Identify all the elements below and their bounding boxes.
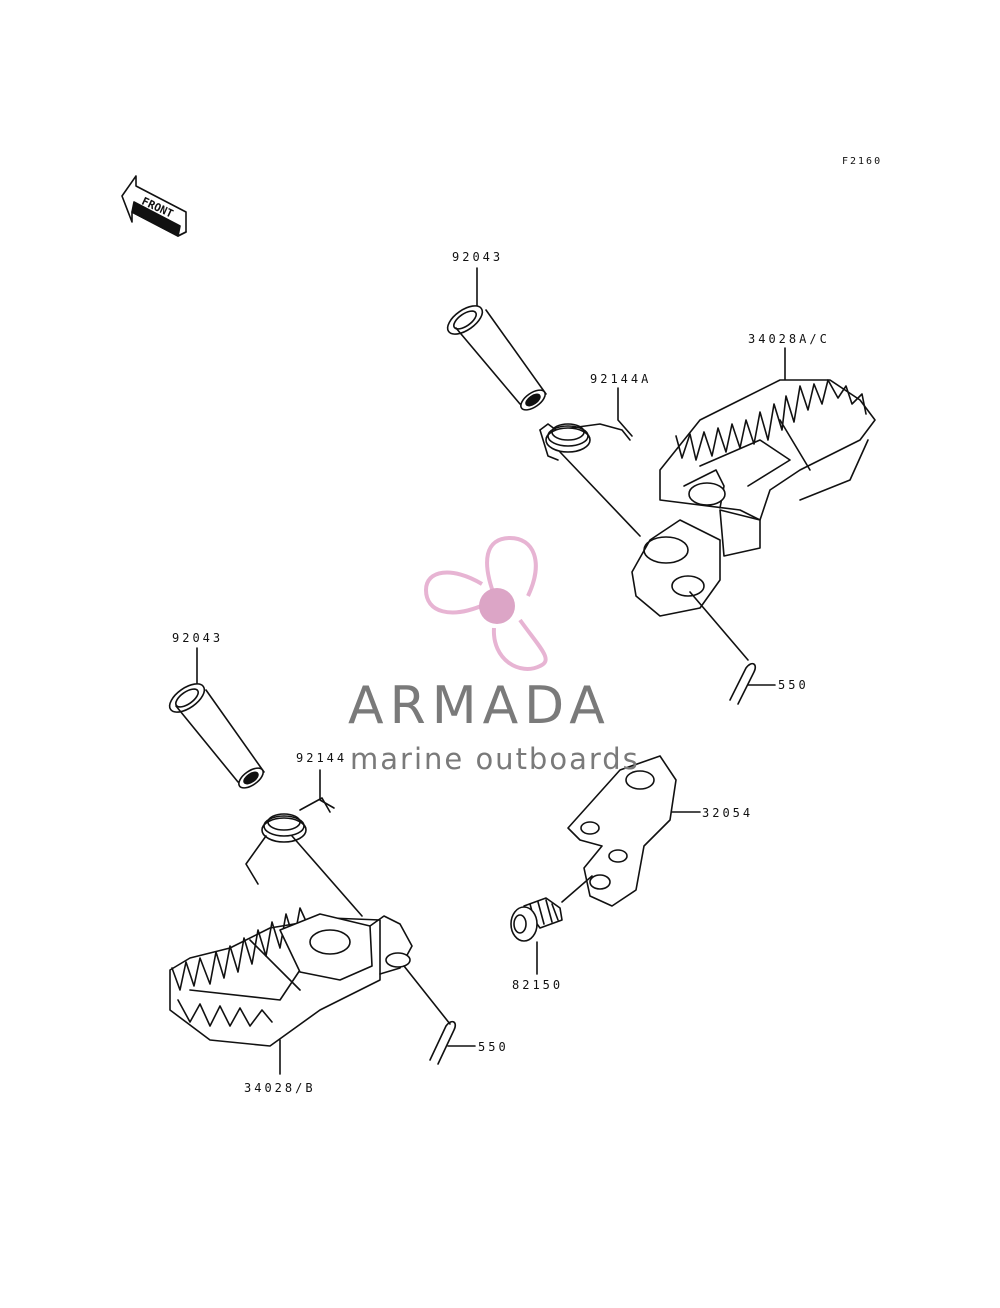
watermark-tagline: marine outboards (350, 742, 640, 776)
left-footpeg-34028B (169, 907, 451, 1075)
label-left-footpeg: 34028/B (244, 1081, 316, 1095)
label-right-cotter-pin: 550 (778, 678, 809, 692)
label-left-cotter-pin: 550 (478, 1040, 509, 1054)
figure-code: F2160 (842, 156, 883, 167)
upper-pin-92043 (446, 267, 547, 411)
lower-pin-92043 (168, 647, 265, 789)
armada-logo-icon (423, 535, 548, 671)
left-spring-92144 (245, 769, 363, 917)
label-bolt: 82150 (512, 978, 564, 992)
right-cotter-pin-550 (729, 662, 776, 705)
right-footpeg-34028AC (631, 347, 876, 661)
watermark-brand-name: ARMADA (348, 676, 611, 736)
bracket-32054 (561, 755, 701, 907)
label-lower-pin: 92043 (172, 631, 224, 645)
right-spring-92144A (539, 387, 641, 537)
left-cotter-pin-550 (429, 1020, 476, 1065)
label-upper-pin: 92043 (452, 250, 504, 264)
label-bracket: 32054 (702, 806, 754, 820)
label-right-spring: 92144A (590, 372, 652, 386)
label-right-footpeg: 34028A/C (748, 332, 830, 346)
bolt-82150 (510, 897, 563, 975)
front-arrow-icon: FRONT (121, 175, 187, 237)
label-left-spring: 92144 (296, 751, 348, 765)
